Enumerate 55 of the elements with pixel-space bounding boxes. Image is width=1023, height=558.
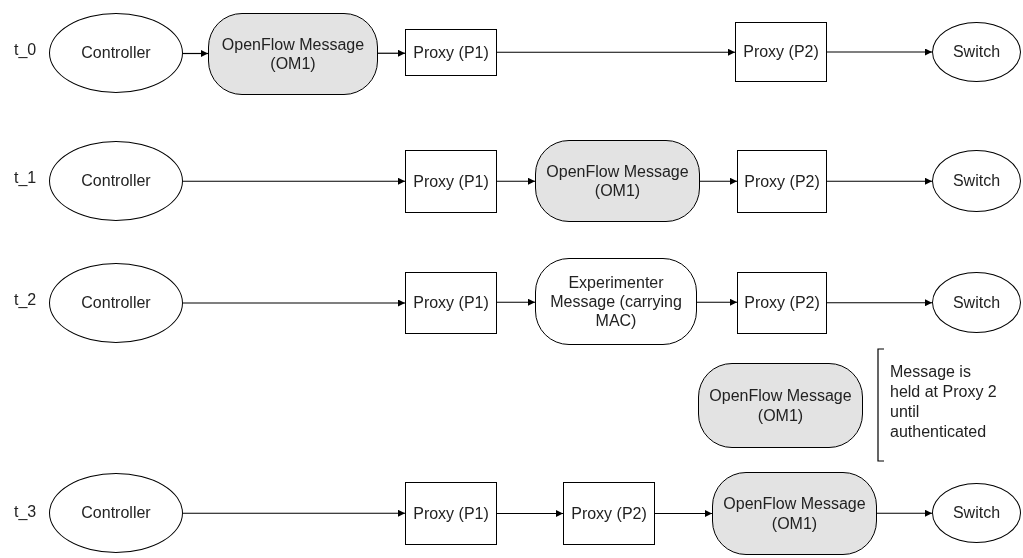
node-label: OpenFlow Message (OM1): [545, 161, 690, 201]
arrow: [496, 298, 536, 306]
node-label: Controller: [81, 503, 151, 523]
node-label: Proxy (P2): [744, 293, 820, 313]
node-label: Proxy (P1): [413, 171, 489, 192]
process-box: [737, 272, 827, 334]
process-box: [563, 482, 655, 545]
arrow: [496, 510, 564, 517]
node-label: Switch: [952, 292, 1001, 313]
arrow: [377, 49, 406, 57]
rounded-box: [698, 363, 863, 448]
node-label: Experimenter Message (carrying MAC): [549, 272, 683, 331]
node-label: Switch: [952, 171, 1001, 191]
arrow: [654, 510, 713, 517]
process-box: [405, 29, 497, 76]
node-label: Switch: [952, 42, 1001, 62]
node-label: OpenFlow Message (OM1): [722, 494, 867, 533]
arrow: [826, 177, 933, 185]
arrow: [699, 177, 738, 185]
arrow: [182, 299, 406, 307]
process-box: [737, 150, 827, 213]
arrow: [496, 177, 536, 185]
rounded-box: [535, 258, 697, 345]
arrow: [876, 509, 933, 517]
node-label: Switch: [952, 503, 1001, 523]
rounded-box: [712, 472, 877, 555]
process-box: [405, 482, 497, 545]
node-label: OpenFlow Message (OM1): [708, 386, 853, 425]
arrow: [182, 509, 406, 517]
process-box: [405, 272, 497, 334]
node-label: Proxy (P2): [743, 42, 819, 62]
note-text: Message is held at Proxy 2 until authenticated: [890, 362, 998, 442]
node-label: Proxy (P2): [744, 171, 820, 192]
arrow: [696, 298, 738, 306]
process-box: [735, 22, 827, 82]
process-box: [405, 150, 497, 213]
rounded-box: [208, 13, 378, 95]
node-label: Controller: [81, 171, 151, 191]
node-label: Controller: [81, 293, 151, 313]
rounded-box: [535, 140, 700, 222]
time-label: t_0: [14, 40, 38, 60]
node-label: Proxy (P2): [571, 503, 647, 524]
node-label: Controller: [81, 43, 151, 63]
time-label: t_2: [14, 290, 38, 310]
node-label: Proxy (P1): [413, 293, 489, 313]
time-label: t_1: [14, 168, 38, 188]
arrow: [182, 50, 209, 57]
node-label: OpenFlow Message (OM1): [220, 34, 366, 74]
node-label: Proxy (P1): [413, 503, 489, 524]
arrow: [496, 48, 736, 56]
arrow: [826, 48, 933, 56]
arrow: [826, 299, 933, 307]
time-label: t_3: [14, 502, 38, 522]
node-label: Proxy (P1): [413, 42, 489, 63]
arrow: [182, 177, 406, 185]
